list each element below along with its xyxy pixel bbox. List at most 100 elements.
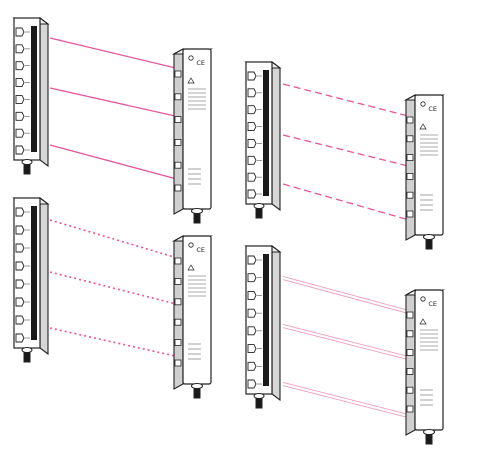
receiver-front-face	[182, 235, 212, 385]
emitter-lens-bump	[15, 225, 25, 235]
emitter-lens-strip	[31, 26, 37, 152]
receiver-lens-notch	[174, 339, 182, 347]
emitter-lens-bump	[247, 122, 257, 132]
receiver-lens-notch	[406, 405, 414, 413]
receiver-lens-notch	[406, 330, 414, 338]
warning-triangle-icon	[419, 318, 427, 325]
emitter-lens-strip	[263, 254, 269, 386]
receiver-lens-notch	[174, 93, 182, 101]
ce-mark-text: CE	[428, 105, 437, 113]
receiver-lens-notch	[174, 70, 182, 78]
receiver-front-face	[414, 94, 444, 236]
beam-top-left-3	[49, 144, 185, 182]
ce-mark-text: CE	[428, 300, 437, 308]
receiver-top-left: CE	[171, 48, 214, 224]
emitter-lens-bump	[247, 273, 257, 283]
emitter-lens-bump	[15, 128, 25, 138]
emitter-lens-bump	[247, 361, 257, 371]
receiver-cable-gland	[423, 234, 435, 240]
emitter-lens-bump	[15, 44, 25, 54]
receiver-lens-notch	[406, 311, 414, 319]
receiver-screw-icon	[420, 101, 426, 107]
emitter-lens-bump	[15, 297, 25, 307]
receiver-lens-notch	[406, 349, 414, 357]
receiver-lens-notch	[174, 298, 182, 306]
receiver-cable-gland	[423, 429, 435, 435]
receiver-cable-gland	[191, 208, 203, 214]
emitter-lens-bump	[247, 290, 257, 300]
emitter-lens-bump	[247, 344, 257, 354]
emitter-lens-bump	[247, 105, 257, 115]
emitter-lens-bump	[15, 145, 25, 155]
receiver-bottom-right: CE	[403, 289, 446, 445]
emitter-lens-bump	[247, 255, 257, 265]
emitter-lens-bump	[247, 326, 257, 336]
emitter-lens-bump	[15, 78, 25, 88]
receiver-screw-icon	[420, 296, 426, 302]
emitter-lens-bump	[15, 261, 25, 271]
receiver-lens-notch	[174, 161, 182, 169]
emitter-top-right	[244, 60, 282, 219]
emitter-lens-bump	[247, 308, 257, 318]
receiver-lens-notch	[406, 172, 414, 180]
beam-bottom-left-2	[49, 271, 185, 307]
emitter-lens-bump	[247, 138, 257, 148]
beam-top-left-1	[49, 37, 185, 71]
emitter-lens-bump	[15, 243, 25, 253]
receiver-lens-notch	[174, 257, 182, 265]
emitter-lens-bump	[15, 27, 25, 37]
emitter-cable-gland	[21, 347, 33, 353]
emitter-lens-bump	[15, 315, 25, 325]
beam-bottom-right-3-upper	[282, 381, 417, 417]
emitter-lens-bump	[15, 94, 25, 104]
beam-bottom-left-1	[49, 219, 185, 261]
beam-bottom-right-2-lower	[282, 327, 417, 363]
emitter-lens-bump	[247, 155, 257, 165]
beam-bottom-left-3	[49, 327, 185, 359]
emitter-side-face	[39, 16, 49, 168]
receiver-bottom-left: CE	[171, 235, 214, 399]
receiver-lens-notch	[174, 116, 182, 123]
emitter-lens-bump	[15, 279, 25, 289]
receiver-lens-notch	[406, 116, 414, 124]
receiver-lens-notch	[406, 210, 414, 218]
warning-triangle-icon	[187, 264, 195, 271]
receiver-lens-notch	[174, 138, 182, 146]
emitter-lens-bump	[247, 379, 257, 389]
emitter-lens-bump	[247, 88, 257, 98]
emitter-side-face	[39, 196, 49, 356]
emitter-bottom-left	[12, 196, 50, 363]
beam-top-right-3	[282, 183, 417, 223]
emitter-lens-bump	[15, 61, 25, 71]
receiver-front-face	[414, 289, 444, 431]
receiver-cable-gland	[191, 383, 203, 389]
emitter-lens-bump	[15, 207, 25, 217]
receiver-lens-notch	[406, 367, 414, 375]
emitter-cable-gland	[21, 159, 33, 165]
receiver-lens-notch	[406, 154, 414, 162]
receiver-lens-notch	[174, 184, 182, 192]
receiver-front-face	[182, 48, 212, 210]
receiver-lens-notch	[406, 386, 414, 394]
emitter-lens-bump	[15, 333, 25, 343]
beam-top-left-2	[49, 87, 185, 119]
warning-triangle-icon	[419, 123, 427, 130]
emitter-cable-gland	[253, 203, 265, 209]
emitter-cable-gland	[253, 393, 265, 399]
emitter-lens-bump	[15, 111, 25, 121]
emitter-lens-bump	[247, 189, 257, 199]
ce-mark-text: CE	[196, 59, 205, 67]
receiver-lens-notch	[174, 318, 182, 326]
receiver-screw-icon	[188, 242, 194, 248]
beam-top-right-2	[282, 134, 417, 169]
beam-bottom-right-1-upper	[282, 275, 417, 313]
receiver-screw-icon	[188, 55, 194, 61]
receiver-lens-notch	[406, 135, 414, 143]
receiver-lens-notch	[174, 359, 182, 367]
beam-top-right-1	[282, 83, 417, 119]
warning-triangle-icon	[187, 77, 195, 84]
ce-mark-text: CE	[196, 246, 205, 254]
emitter-side-face	[271, 244, 281, 402]
